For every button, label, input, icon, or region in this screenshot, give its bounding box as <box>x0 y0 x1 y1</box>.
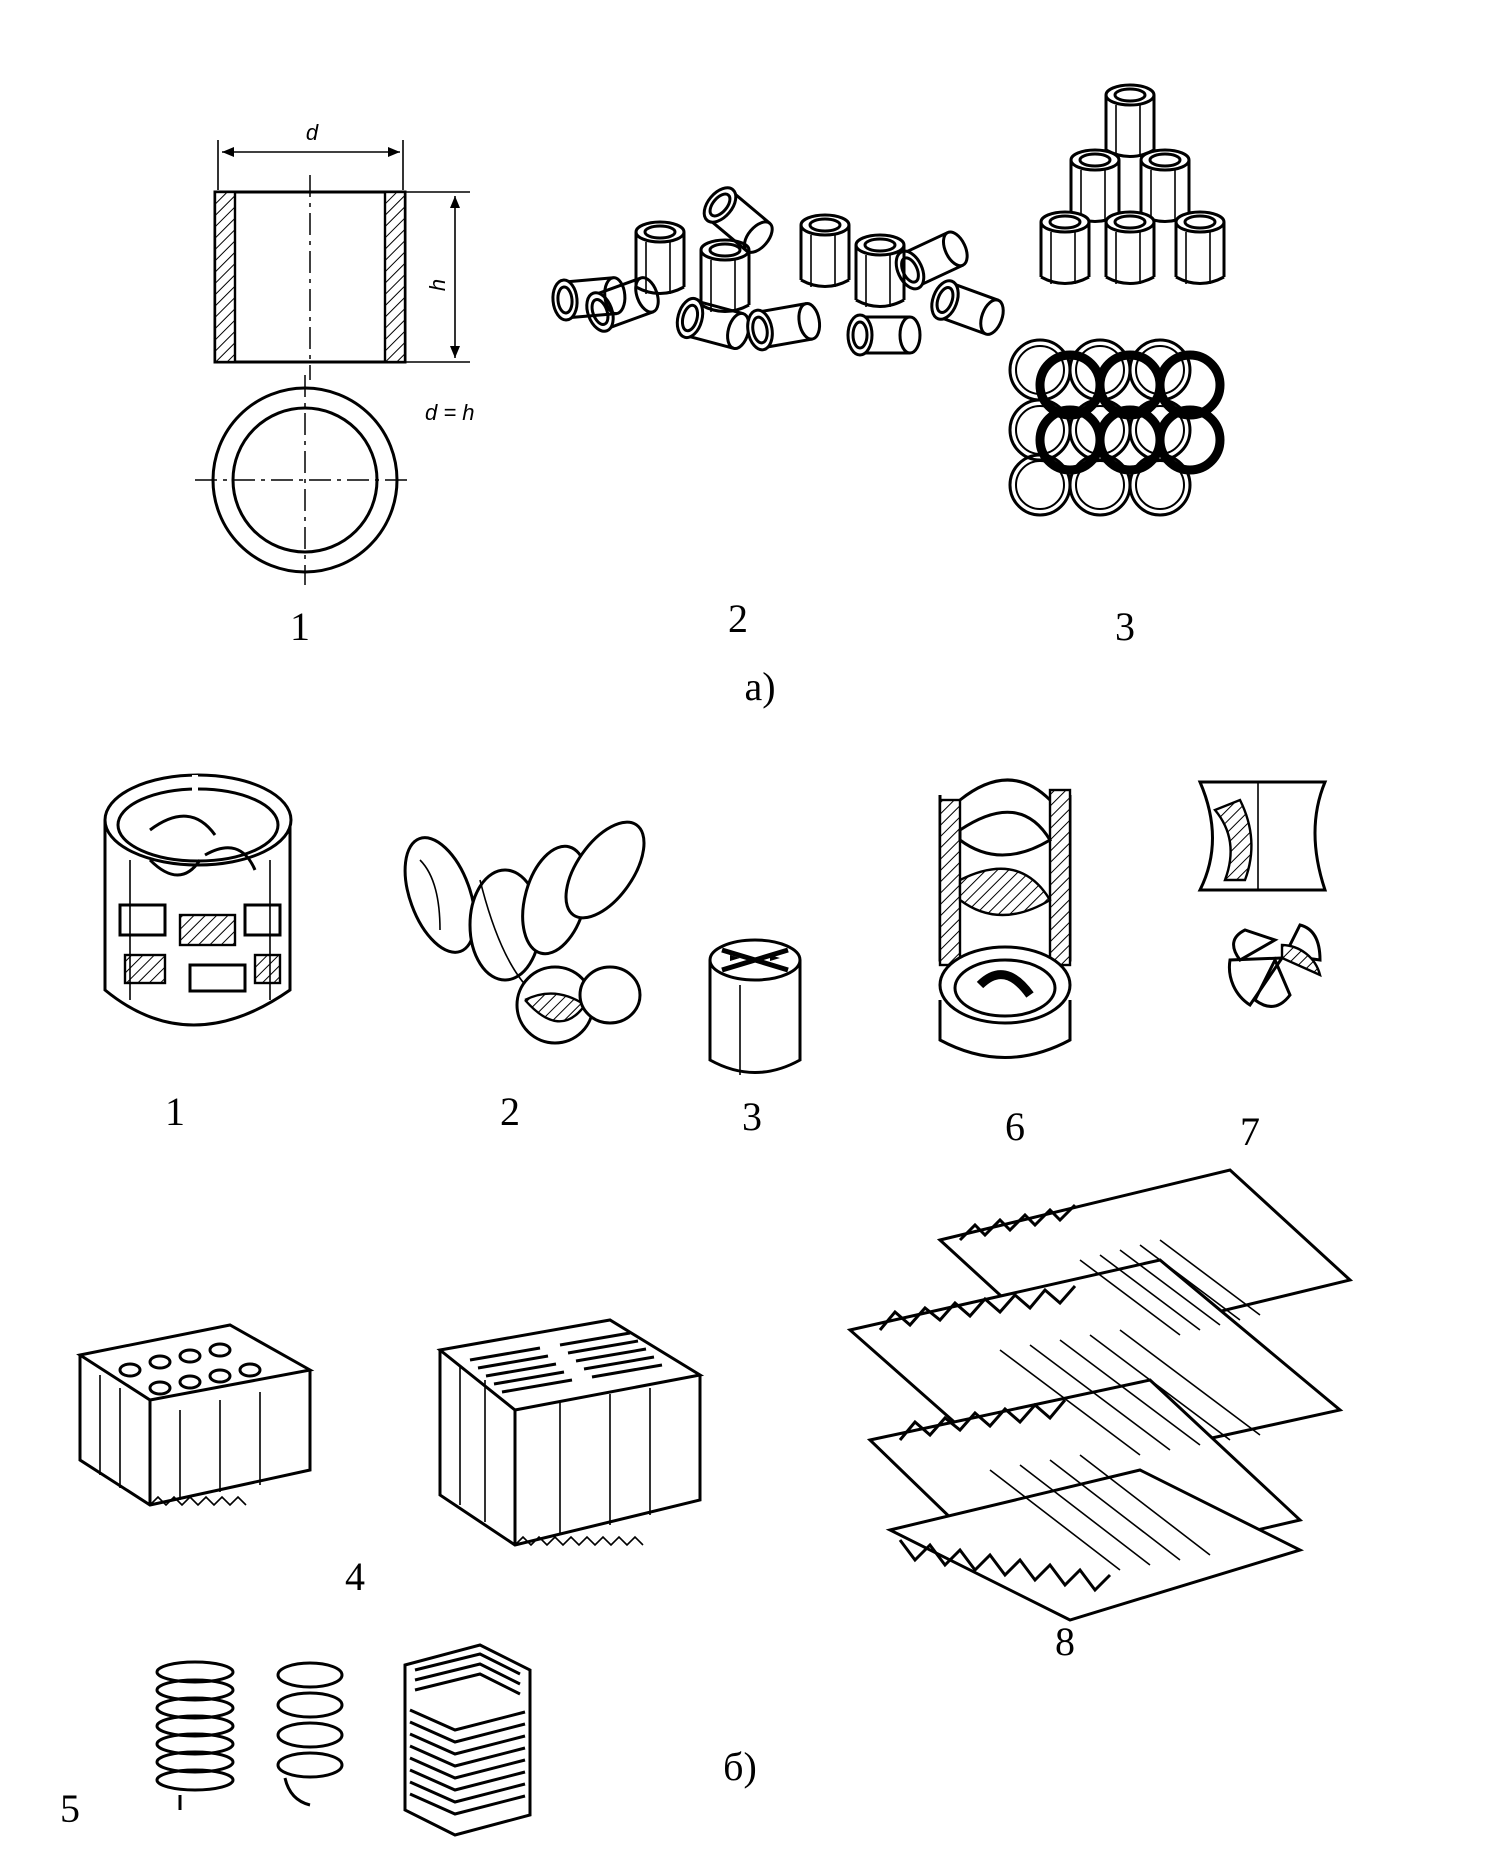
group-b-label: б) <box>723 1744 757 1789</box>
figure-b5-number: 5 <box>60 1786 80 1831</box>
figure-b7-number: 7 <box>1240 1109 1260 1154</box>
spiral-partition-ring <box>938 778 1072 1059</box>
ordered-rings-stack <box>1039 83 1226 286</box>
cross-partition-ring <box>708 938 802 1075</box>
raschig-ring-drawing: d h d = h <box>195 120 475 585</box>
figure-b8-number: 8 <box>1055 1619 1075 1664</box>
ordered-rings-top-view <box>1008 338 1220 517</box>
twisted-element <box>1197 780 1328 1008</box>
dim-equality-label: d = h <box>425 400 475 425</box>
block-packing-slotted <box>436 1318 705 1547</box>
figure-b2-number: 2 <box>500 1089 520 1134</box>
figure-b6-number: 6 <box>1005 1104 1025 1149</box>
stacked-grid-packing <box>846 1168 1354 1622</box>
group-a-label: а) <box>744 664 775 709</box>
block-packing-small <box>76 1323 315 1507</box>
berl-saddles <box>403 820 646 1045</box>
pall-ring <box>103 773 293 1027</box>
wire-spiral-packings <box>155 1643 532 1837</box>
figure-b4-number: 4 <box>345 1554 365 1599</box>
random-rings-pile <box>549 180 1010 357</box>
figure-a2-number: 2 <box>728 596 748 641</box>
figure-b1-number: 1 <box>165 1089 185 1134</box>
figure-b3-number: 3 <box>742 1094 762 1139</box>
dim-d-label: d <box>306 120 319 145</box>
dim-h-label: h <box>425 279 450 291</box>
figure-a3-number: 3 <box>1115 604 1135 649</box>
figure-a1-number: 1 <box>290 604 310 649</box>
